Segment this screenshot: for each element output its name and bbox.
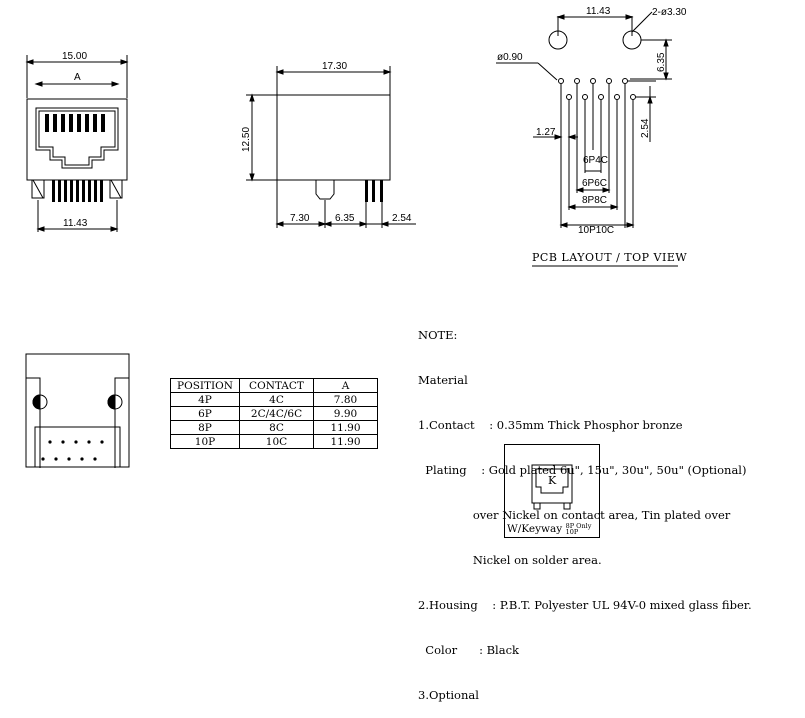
table-row: 8P 8C 11.90 <box>170 420 378 435</box>
side-length-label: 17.30 <box>322 61 347 72</box>
header-a: A <box>313 378 378 393</box>
keyway-label: W/Keyway <box>507 523 563 535</box>
cell-contact: 8C <box>239 420 314 435</box>
keyway-sup-top: 8P Only <box>565 522 592 530</box>
side-dim-a-label: 7.30 <box>290 213 310 224</box>
drawing-canvas: 15.00 A <box>25 6 687 468</box>
keyway-sup: 8P Only 10P <box>565 522 592 536</box>
cell-a: 11.90 <box>313 420 378 435</box>
side-dim-c-label: 2.54 <box>392 213 412 224</box>
pcb-variant-6p6c: 6P6C <box>582 178 607 189</box>
table-row: 10P 10C 11.90 <box>170 434 378 449</box>
notes-line: 1.Contact : 0.35mm Thick Phosphor bronze <box>418 418 683 432</box>
pcb-mount-holes-label: 2-ø3.30 <box>652 7 687 18</box>
side-dim-b-label: 6.35 <box>335 213 355 224</box>
front-a-label: A <box>74 72 81 83</box>
pcb-layout-title: PCB LAYOUT / TOP VIEW <box>532 251 688 264</box>
pcb-layout: 11.43 2-ø3.30 6.35 ø0.90 2.54 1.27 <box>496 6 687 267</box>
pcb-contact-hole-label: ø0.90 <box>497 52 523 63</box>
front-view: 15.00 A <box>25 51 129 232</box>
header-position: POSITION <box>170 378 240 393</box>
keyway-label-group: W/Keyway 8P Only 10P <box>507 522 592 536</box>
cell-a: 9.90 <box>313 406 378 421</box>
notes-line: Nickel on solder area. <box>418 553 602 567</box>
table-row: 4P 4C 7.80 <box>170 392 378 407</box>
cell-a: 11.90 <box>313 434 378 449</box>
cell-contact: 4C <box>239 392 314 407</box>
keyway-box: K W/Keyway 8P Only 10P <box>504 444 600 538</box>
notes-line: 3.Optional <box>418 688 479 702</box>
front-width-label: 15.00 <box>62 51 87 62</box>
header-contact: CONTACT <box>239 378 314 393</box>
notes-line: over Nickel on contact area, Tin plated … <box>418 508 731 522</box>
table-header-row: POSITION CONTACT A <box>170 378 378 393</box>
cell-position: 8P <box>170 420 240 435</box>
front-pin-span-label: 11.43 <box>63 218 88 229</box>
cell-contact: 10C <box>239 434 314 449</box>
pcb-row-pitch-label: 2.54 <box>640 118 651 138</box>
keyway-letter: K <box>548 474 557 487</box>
pcb-variant-10p10c: 10P10C <box>578 225 614 236</box>
pcb-row-offset-label: 6.35 <box>656 52 667 72</box>
notes-line: Color : Black <box>418 643 519 657</box>
keyway-sup-bottom: 10P <box>565 528 579 536</box>
cell-position: 4P <box>170 392 240 407</box>
cell-a: 7.80 <box>313 392 378 407</box>
keyway-drawing <box>531 464 573 510</box>
bottom-view <box>25 353 130 468</box>
cell-contact: 2C/4C/6C <box>239 406 314 421</box>
cell-position: 10P <box>170 434 240 449</box>
notes-material: Material <box>418 373 468 387</box>
side-view: 17.30 12.50 7.30 6.35 2.54 <box>241 61 416 228</box>
position-table: POSITION CONTACT A 4P 4C 7.80 6P 2C/4C/6… <box>170 378 378 449</box>
notes-line: 2.Housing : P.B.T. Polyester UL 94V-0 mi… <box>418 598 752 612</box>
pcb-variant-8p8c: 8P8C <box>582 195 607 206</box>
pcb-spacing-label: 11.43 <box>586 6 611 17</box>
notes-heading: NOTE: <box>418 328 458 342</box>
notes-line: Plating : Gold plated 6u", 15u", 30u", 5… <box>418 463 747 477</box>
side-height-label: 12.50 <box>241 127 252 152</box>
cell-position: 6P <box>170 406 240 421</box>
pcb-pitch-label: 1.27 <box>536 127 556 138</box>
table-row: 6P 2C/4C/6C 9.90 <box>170 406 378 421</box>
pcb-variant-6p4c: 6P4C <box>583 155 608 166</box>
